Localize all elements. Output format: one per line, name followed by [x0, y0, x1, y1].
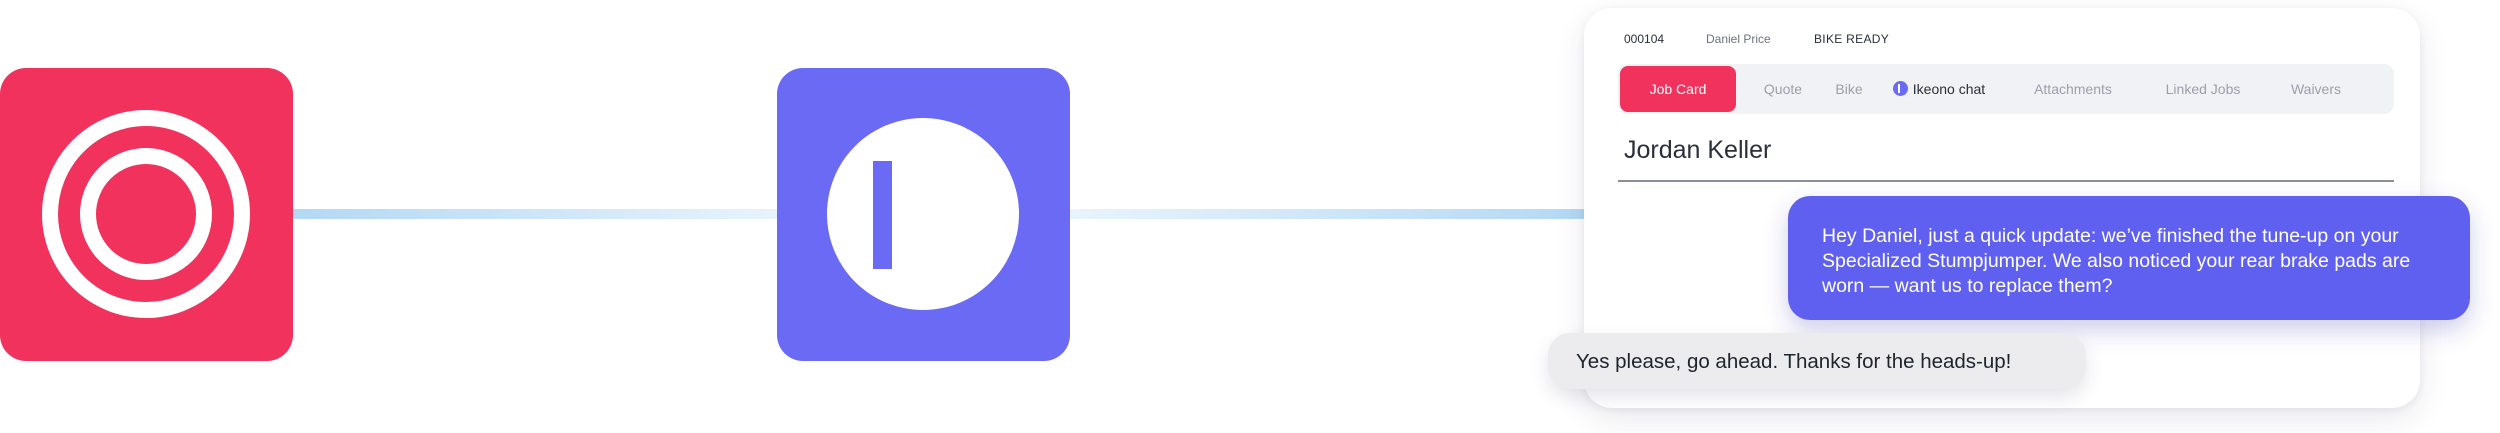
tab-bike[interactable]: Bike [1822, 64, 1876, 114]
incoming-message-text: Yes please, go ahead. Thanks for the hea… [1576, 350, 2012, 373]
job-meta-row: 000104 Daniel Price BIKE READY [1624, 32, 1889, 46]
customer-name: Jordan Keller [1624, 136, 1772, 164]
tab-label: Waivers [2290, 81, 2342, 97]
tab-label: Bike [1835, 81, 1863, 97]
ikeono-app-tile [777, 68, 1070, 361]
tab-job-card[interactable]: Job Card [1620, 66, 1736, 112]
outgoing-message-bubble: Hey Daniel, just a quick update: we’ve f… [1788, 196, 2470, 320]
ikeono-logo-icon [827, 118, 1019, 310]
tab-label: Linked Jobs [2165, 81, 2241, 97]
tab-quote[interactable]: Quote [1748, 64, 1818, 114]
tab-attachments[interactable]: Attachments [2018, 64, 2128, 114]
pos-app-tile [0, 68, 293, 361]
status-badge: BIKE READY [1814, 32, 1890, 46]
ikeono-logo-icon [1892, 81, 1908, 96]
name-divider [1618, 180, 2394, 182]
tab-ikeono-chat[interactable]: Ikeono chat [1884, 64, 1994, 114]
concentric-rings-logo-icon [42, 110, 250, 318]
connector-line-left [290, 209, 790, 219]
tab-label: Job Card [1649, 81, 1707, 97]
job-id: 000104 [1624, 32, 1665, 46]
tab-linked-jobs[interactable]: Linked Jobs [2148, 64, 2258, 114]
tab-label: Ikeono chat [1912, 81, 1986, 97]
tab-label: Attachments [2034, 81, 2112, 97]
assignee-name: Daniel Price [1706, 32, 1771, 46]
tab-label: Quote [1763, 81, 1803, 97]
tab-bar: Job Card Quote Bike Ikeono chat Attachme… [1618, 64, 2394, 114]
outgoing-message-text: Hey Daniel, just a quick update: we’ve f… [1822, 225, 2411, 297]
incoming-message-bubble: Yes please, go ahead. Thanks for the hea… [1548, 333, 2086, 389]
connector-line-right [1068, 209, 1588, 219]
tab-waivers[interactable]: Waivers [2274, 64, 2358, 114]
